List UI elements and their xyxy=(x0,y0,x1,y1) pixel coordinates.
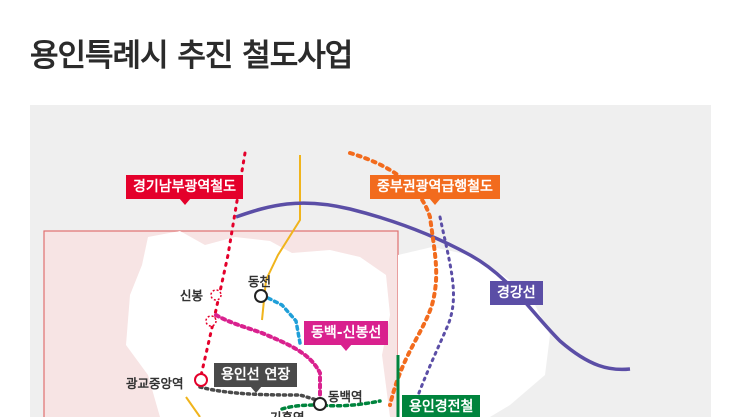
gyeonggi-south-line xyxy=(198,151,247,382)
station-marker-sinbong-1 xyxy=(210,289,222,301)
label-pointer xyxy=(249,386,262,393)
railway-map: 경기남부광역철도 중부권광역급행철도 경강선 동백-신봉선 용인선 연장 용인경… xyxy=(30,105,711,417)
label-jungbu: 중부권광역급행철도 xyxy=(370,175,500,205)
city-area-west xyxy=(126,231,390,417)
sinbundang-line xyxy=(260,293,302,345)
label-pointer xyxy=(428,198,441,205)
label-everline: 용인경전철 xyxy=(402,395,481,417)
station-label-dongbaek: 동백역 xyxy=(328,389,363,404)
yellow-line-south xyxy=(185,396,201,417)
map-canvas xyxy=(43,151,631,417)
label-pointer xyxy=(178,198,191,205)
purple-dashed-line xyxy=(408,215,455,417)
label-gyeonggang: 경강선 xyxy=(490,281,543,305)
station-marker-gwanggyo xyxy=(194,373,208,387)
station-label-gwanggyo: 광교중앙역 xyxy=(126,376,184,391)
station-label-sinbong: 신봉 xyxy=(180,288,204,303)
gyeonggang-line xyxy=(235,201,631,372)
station-label-dongcheon: 동천 xyxy=(248,274,272,289)
label-gyeonggi-south: 경기남부광역철도 xyxy=(126,175,244,205)
dongbaek-sinbong-line xyxy=(214,313,322,399)
station-label-giheung: 기흥역 xyxy=(270,407,305,417)
label-pointer xyxy=(340,344,353,351)
page-title: 용인특례시 추진 철도사업 xyxy=(30,38,353,74)
station-marker-sinbong-2 xyxy=(205,315,217,327)
station-marker-dongcheon xyxy=(254,289,268,303)
label-dongbaek-sinbong: 동백-신봉선 xyxy=(304,321,389,351)
yongin-extension-line xyxy=(198,385,322,403)
label-yongin-extension: 용인선 연장 xyxy=(214,363,298,393)
station-marker-dongbaek xyxy=(313,397,327,411)
